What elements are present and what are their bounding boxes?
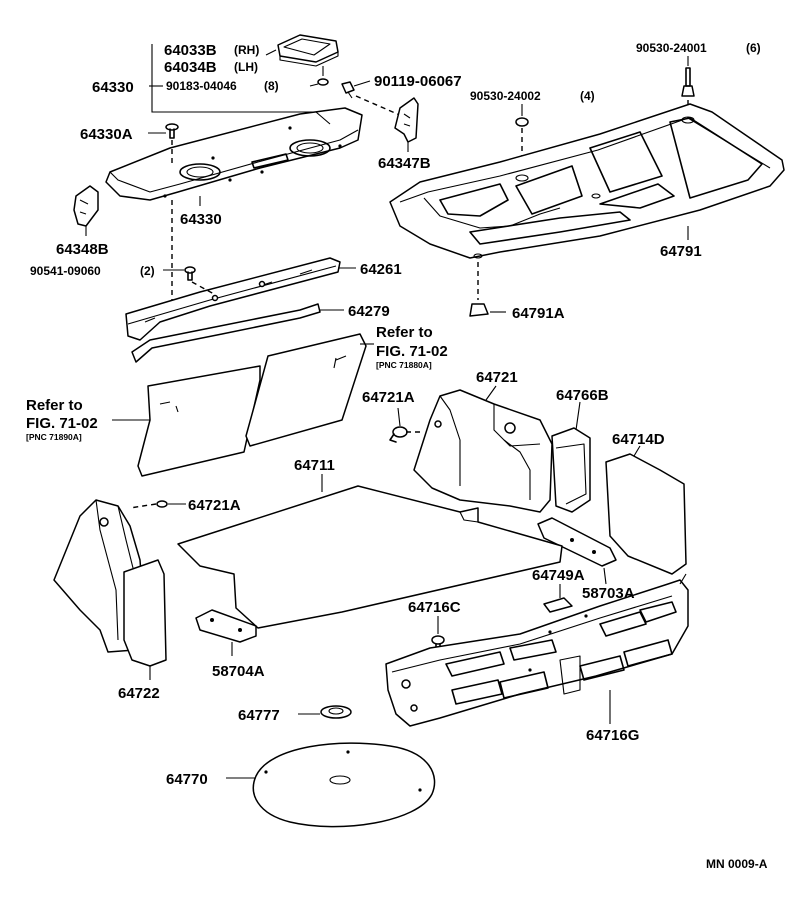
label-64330-mid: 64330 bbox=[180, 211, 222, 228]
bracket-64348b-part bbox=[73, 185, 99, 236]
diagram-code: MN 0009-A bbox=[706, 857, 768, 871]
plate-58704a-part bbox=[195, 609, 257, 656]
ref-left-line2: FIG. 71-02 bbox=[26, 415, 98, 432]
label-64034b: 64034B bbox=[164, 59, 217, 76]
screw-90530-24001-part bbox=[681, 56, 695, 97]
grommet-64777-part bbox=[298, 705, 352, 719]
speaker-cover-part bbox=[277, 34, 339, 67]
push-rivet-64330a-part bbox=[148, 123, 179, 139]
lower-back-panel-trim-part bbox=[125, 257, 356, 341]
label-64716g: 64716G bbox=[586, 727, 639, 744]
screw-90541-part bbox=[163, 266, 215, 295]
package-tray-trim-part bbox=[105, 107, 363, 201]
absorber-left-part bbox=[123, 559, 167, 680]
label-64347b: 64347B bbox=[378, 155, 431, 172]
label-64791a: 64791A bbox=[512, 305, 565, 322]
label-58703a: 58703A bbox=[582, 585, 635, 602]
label-64261: 64261 bbox=[360, 261, 402, 278]
trunk-lid-trim-part bbox=[389, 103, 785, 259]
leader-90183 bbox=[309, 83, 319, 87]
label-64777: 64777 bbox=[238, 707, 280, 724]
ref-right-line3: [PNC 71880A] bbox=[376, 360, 432, 370]
trunk-room-board-left-part bbox=[112, 365, 261, 477]
clip-64721a-left-part bbox=[156, 500, 186, 508]
label-90183: 90183-04046 bbox=[166, 79, 237, 93]
label-90530-24002-qty: (4) bbox=[580, 89, 595, 103]
ref-left-line3: [PNC 71890A] bbox=[26, 432, 82, 442]
label-90541-qty: (2) bbox=[140, 264, 155, 278]
label-58704a: 58704A bbox=[212, 663, 265, 680]
label-64034b-side: (LH) bbox=[234, 60, 258, 74]
bracket-line-64330 bbox=[151, 44, 331, 125]
label-64721a-left: 64721A bbox=[188, 497, 241, 514]
leader-64033b bbox=[265, 49, 277, 56]
part-labels: 64033B (RH) 64034B (LH) 64330 90183-0404… bbox=[26, 41, 768, 871]
label-64279: 64279 bbox=[348, 303, 390, 320]
label-64749a: 64749A bbox=[532, 567, 585, 584]
floor-mat-64711-part bbox=[177, 474, 563, 629]
absorber-64766b-part bbox=[551, 401, 591, 513]
label-64766b: 64766B bbox=[556, 387, 609, 404]
label-64721a-right: 64721A bbox=[362, 389, 415, 406]
label-90530-24002: 90530-24002 bbox=[470, 89, 541, 103]
side-trim-right-part bbox=[413, 385, 553, 513]
trunk-room-board-right-part bbox=[245, 333, 374, 447]
clip-90530-24002-part bbox=[515, 104, 529, 127]
label-64711: 64711 bbox=[294, 457, 335, 474]
label-64714d: 64714D bbox=[612, 431, 665, 448]
clip-64721a-right-part bbox=[389, 407, 408, 443]
label-90530-24001-qty: (6) bbox=[746, 41, 761, 55]
bracket-64749a-part bbox=[543, 584, 573, 613]
label-64330-top: 64330 bbox=[92, 79, 134, 96]
clip-64716c-part bbox=[431, 616, 445, 651]
clip-64791a-part bbox=[469, 303, 506, 317]
screw-90119-part bbox=[341, 80, 371, 99]
label-64348b: 64348B bbox=[56, 241, 109, 258]
label-90183-qty: (8) bbox=[264, 79, 279, 93]
ref-right-line2: FIG. 71-02 bbox=[376, 343, 448, 360]
spare-tire-cover-part bbox=[226, 742, 436, 828]
label-90119: 90119-06067 bbox=[374, 73, 462, 90]
label-64033b-side: (RH) bbox=[234, 43, 259, 57]
label-64721: 64721 bbox=[476, 369, 518, 386]
board-64714d-part bbox=[605, 445, 687, 575]
label-64770: 64770 bbox=[166, 771, 208, 788]
label-90530-24001: 90530-24001 bbox=[636, 41, 707, 55]
clip-90183-part bbox=[317, 66, 329, 86]
label-64033b: 64033B bbox=[164, 42, 217, 59]
ref-right-line1: Refer to bbox=[376, 324, 433, 341]
label-64791: 64791 bbox=[660, 243, 702, 260]
label-64716c: 64716C bbox=[408, 599, 461, 616]
label-64722: 64722 bbox=[118, 685, 160, 702]
rear-panel-trim-part bbox=[385, 573, 689, 727]
dash-90119 bbox=[355, 95, 403, 117]
seal-64279-part bbox=[131, 303, 344, 363]
ref-left-line1: Refer to bbox=[26, 397, 83, 414]
dash-64721a-left bbox=[129, 503, 157, 509]
bracket-64347b-part bbox=[394, 97, 419, 152]
label-64330a: 64330A bbox=[80, 126, 133, 143]
plate-58703a-part bbox=[537, 517, 617, 585]
label-90541: 90541-09060 bbox=[30, 264, 101, 278]
